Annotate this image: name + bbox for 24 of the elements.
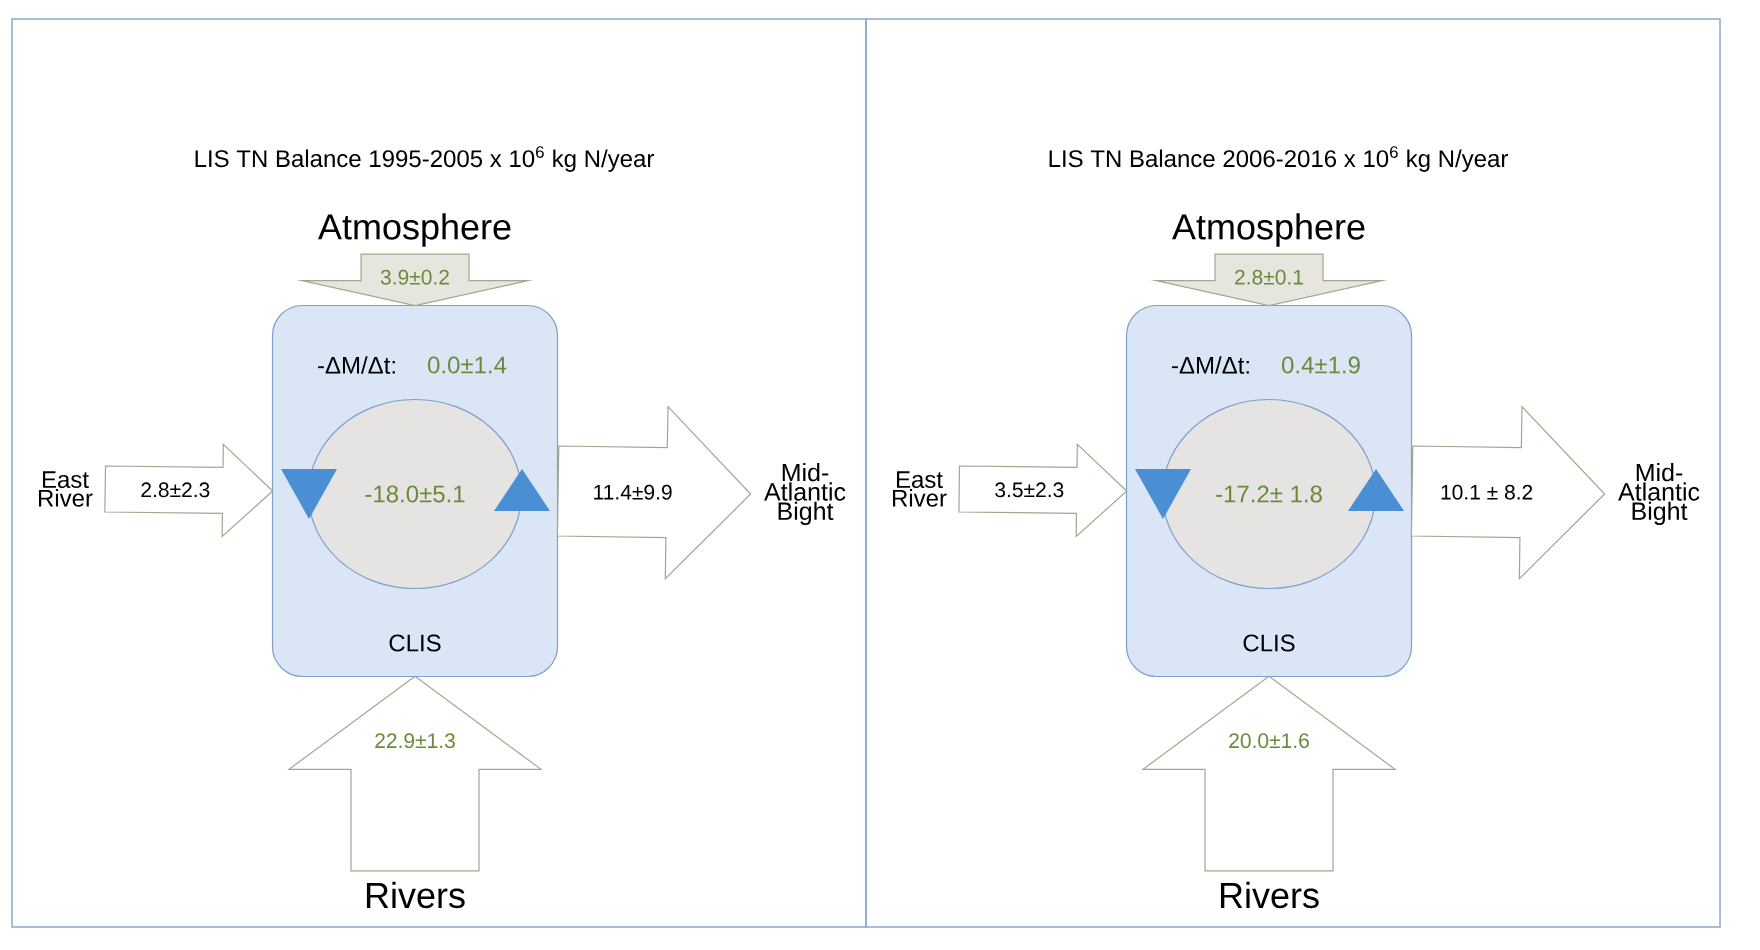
place-label: East River bbox=[893, 471, 947, 507]
place-label: Rivers bbox=[366, 881, 465, 909]
place-label: Mid-Atlantic Bight bbox=[1618, 463, 1700, 525]
rate-value: 0.0±1.4 bbox=[428, 356, 507, 374]
box-label: CLIS bbox=[1243, 634, 1295, 652]
edge-label: 22.9±1.3 bbox=[373, 732, 457, 750]
place-label: East River bbox=[39, 471, 93, 507]
edge-label: 2.8±2.3 bbox=[139, 481, 212, 499]
rate-label: -ΔM/Δt: bbox=[1172, 356, 1249, 374]
edge-label: 20.0±1.6 bbox=[1227, 732, 1311, 750]
panel-title: LIS TN Balance 2006-2016 x 10$^{6}$ kg N/year bbox=[1049, 146, 1508, 172]
box-label: CLIS bbox=[389, 634, 441, 652]
panel-title: LIS TN Balance 1995-2005 x 10$^{6}$ kg N/year bbox=[195, 146, 654, 172]
rate-label: -ΔM/Δt: bbox=[318, 356, 395, 374]
block-arrow bbox=[556, 405, 752, 581]
place-label: Atmosphere bbox=[1172, 213, 1365, 247]
block-arrow bbox=[1410, 405, 1606, 581]
block-arrow bbox=[1141, 675, 1397, 872]
place-label: Atmosphere bbox=[318, 213, 511, 247]
block-arrow bbox=[287, 675, 543, 872]
rate-value: 0.4±1.9 bbox=[1282, 356, 1360, 374]
place-label: Mid-Atlantic Bight bbox=[764, 463, 846, 525]
edge-label: 3.5±2.3 bbox=[993, 481, 1066, 499]
place-label: Rivers bbox=[1220, 881, 1319, 909]
